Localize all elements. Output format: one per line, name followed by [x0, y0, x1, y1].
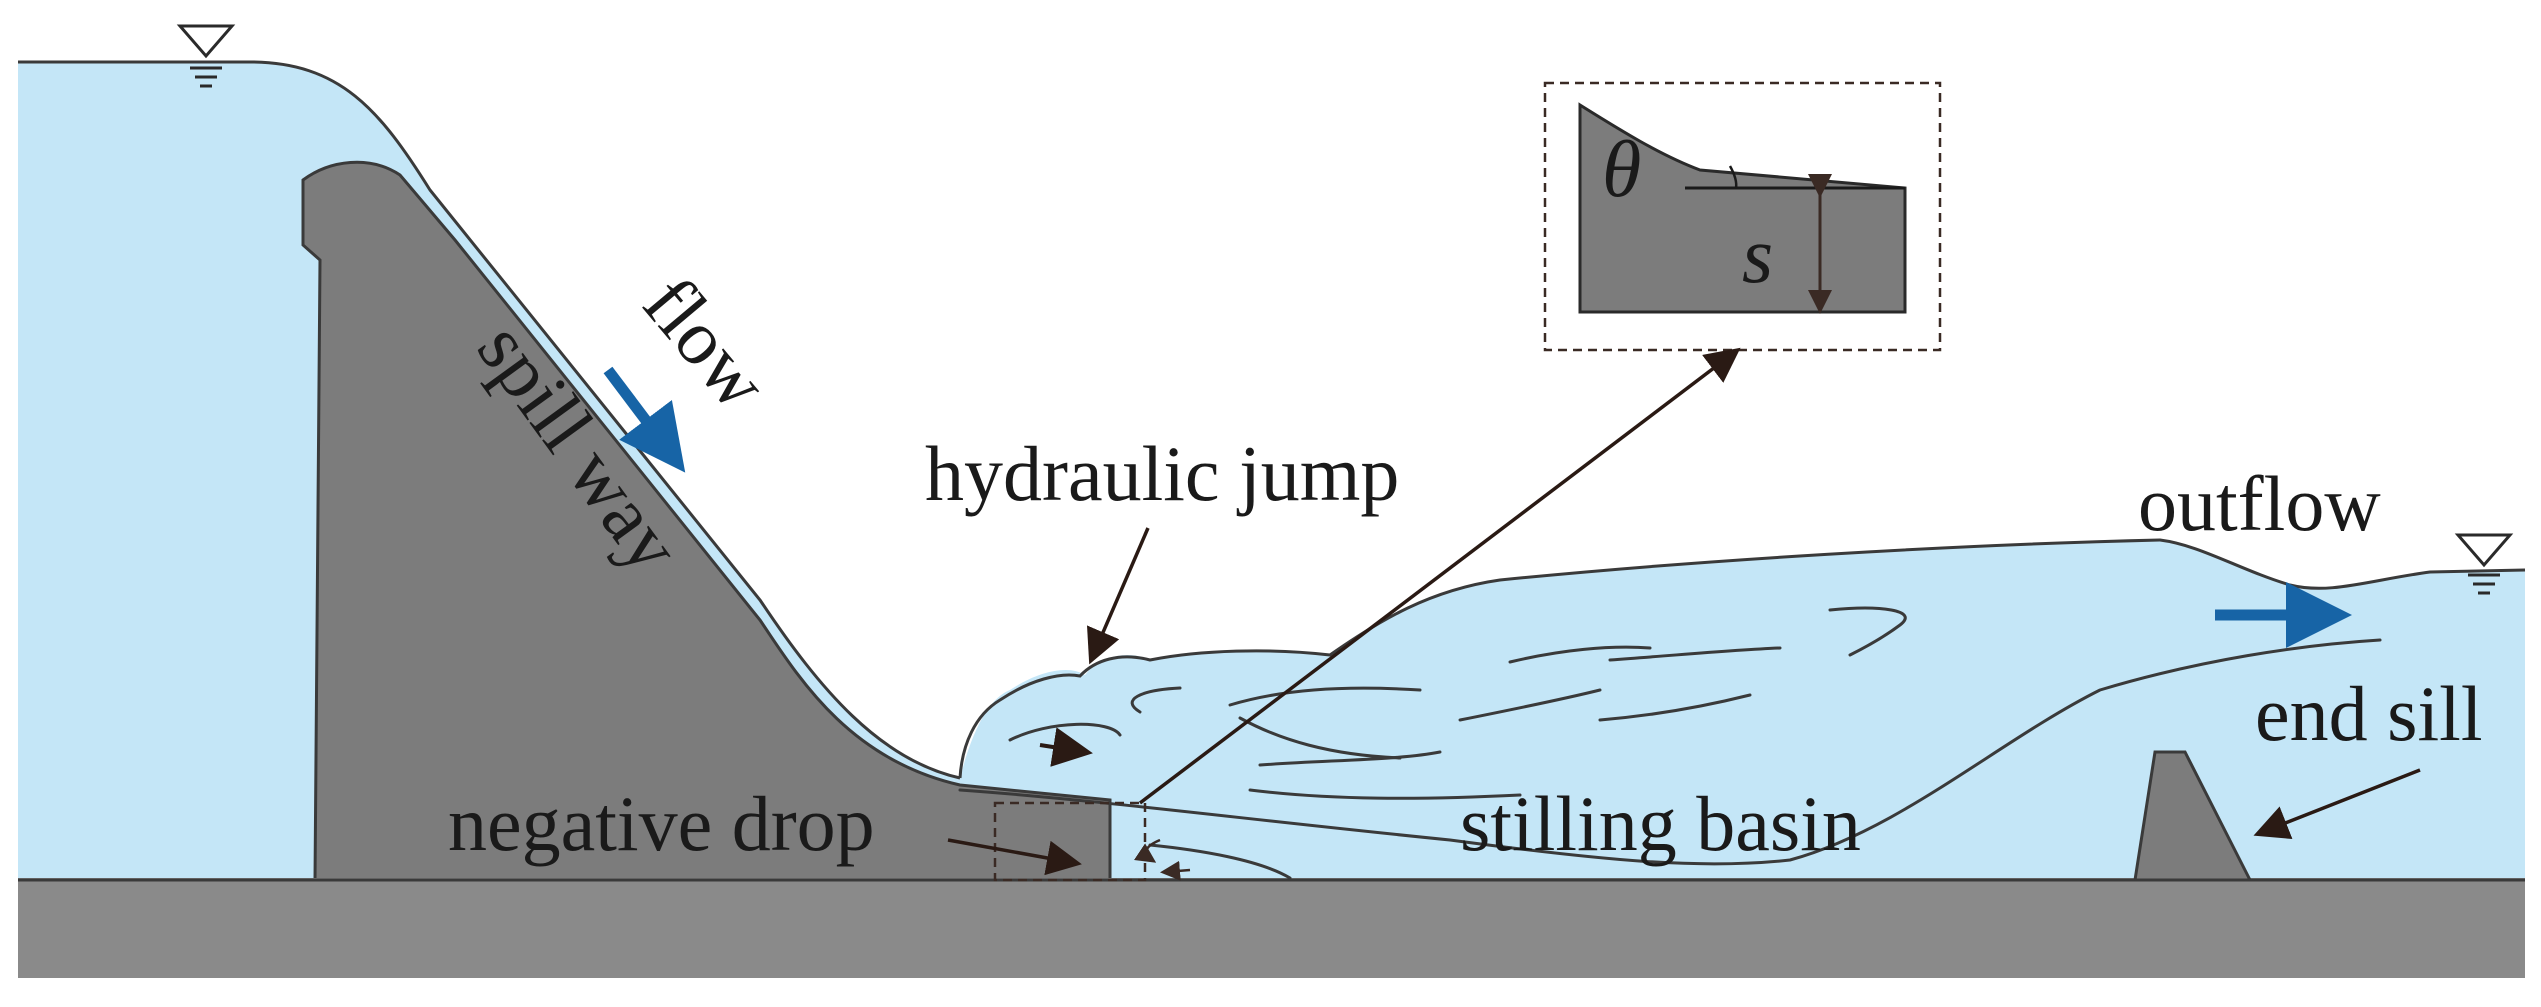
- inset-angle-arc: [1728, 165, 1738, 189]
- inset-s-label: s: [1742, 212, 1773, 300]
- upstream-water-level-symbol: [176, 24, 236, 88]
- outflow-label: outflow: [2138, 460, 2381, 547]
- hydraulic-jump-label: hydraulic jump: [925, 430, 1399, 517]
- stilling-basin-label: stilling basin: [1460, 780, 1861, 867]
- water-surface-line: [18, 60, 961, 780]
- negative-drop-label: negative drop: [448, 780, 875, 867]
- drop-eddy-arrow-1: [1133, 838, 1161, 863]
- jump-swirl-arrow: [1039, 727, 1093, 767]
- downstream-water-level-symbol: [2454, 533, 2514, 595]
- negative-drop-leader: [947, 838, 1082, 876]
- flow-arrow: [603, 366, 686, 473]
- foundation-base: [18, 878, 2525, 978]
- inset-leader-line: [1138, 347, 1741, 805]
- flow-label: flow: [627, 260, 786, 425]
- end-sill-label: end sill: [2255, 670, 2483, 757]
- drop-detail-box: [993, 801, 1147, 882]
- spillway-dam: [301, 160, 1112, 882]
- end-sill-leader: [2253, 768, 2421, 840]
- end-sill: [2133, 750, 2253, 882]
- jump-surface-line: [958, 538, 2526, 779]
- hydraulic-jump-leader: [1087, 527, 1150, 665]
- drop-eddy-arrow-2: [1160, 860, 1191, 881]
- inset-theta-label: θ: [1602, 126, 1641, 214]
